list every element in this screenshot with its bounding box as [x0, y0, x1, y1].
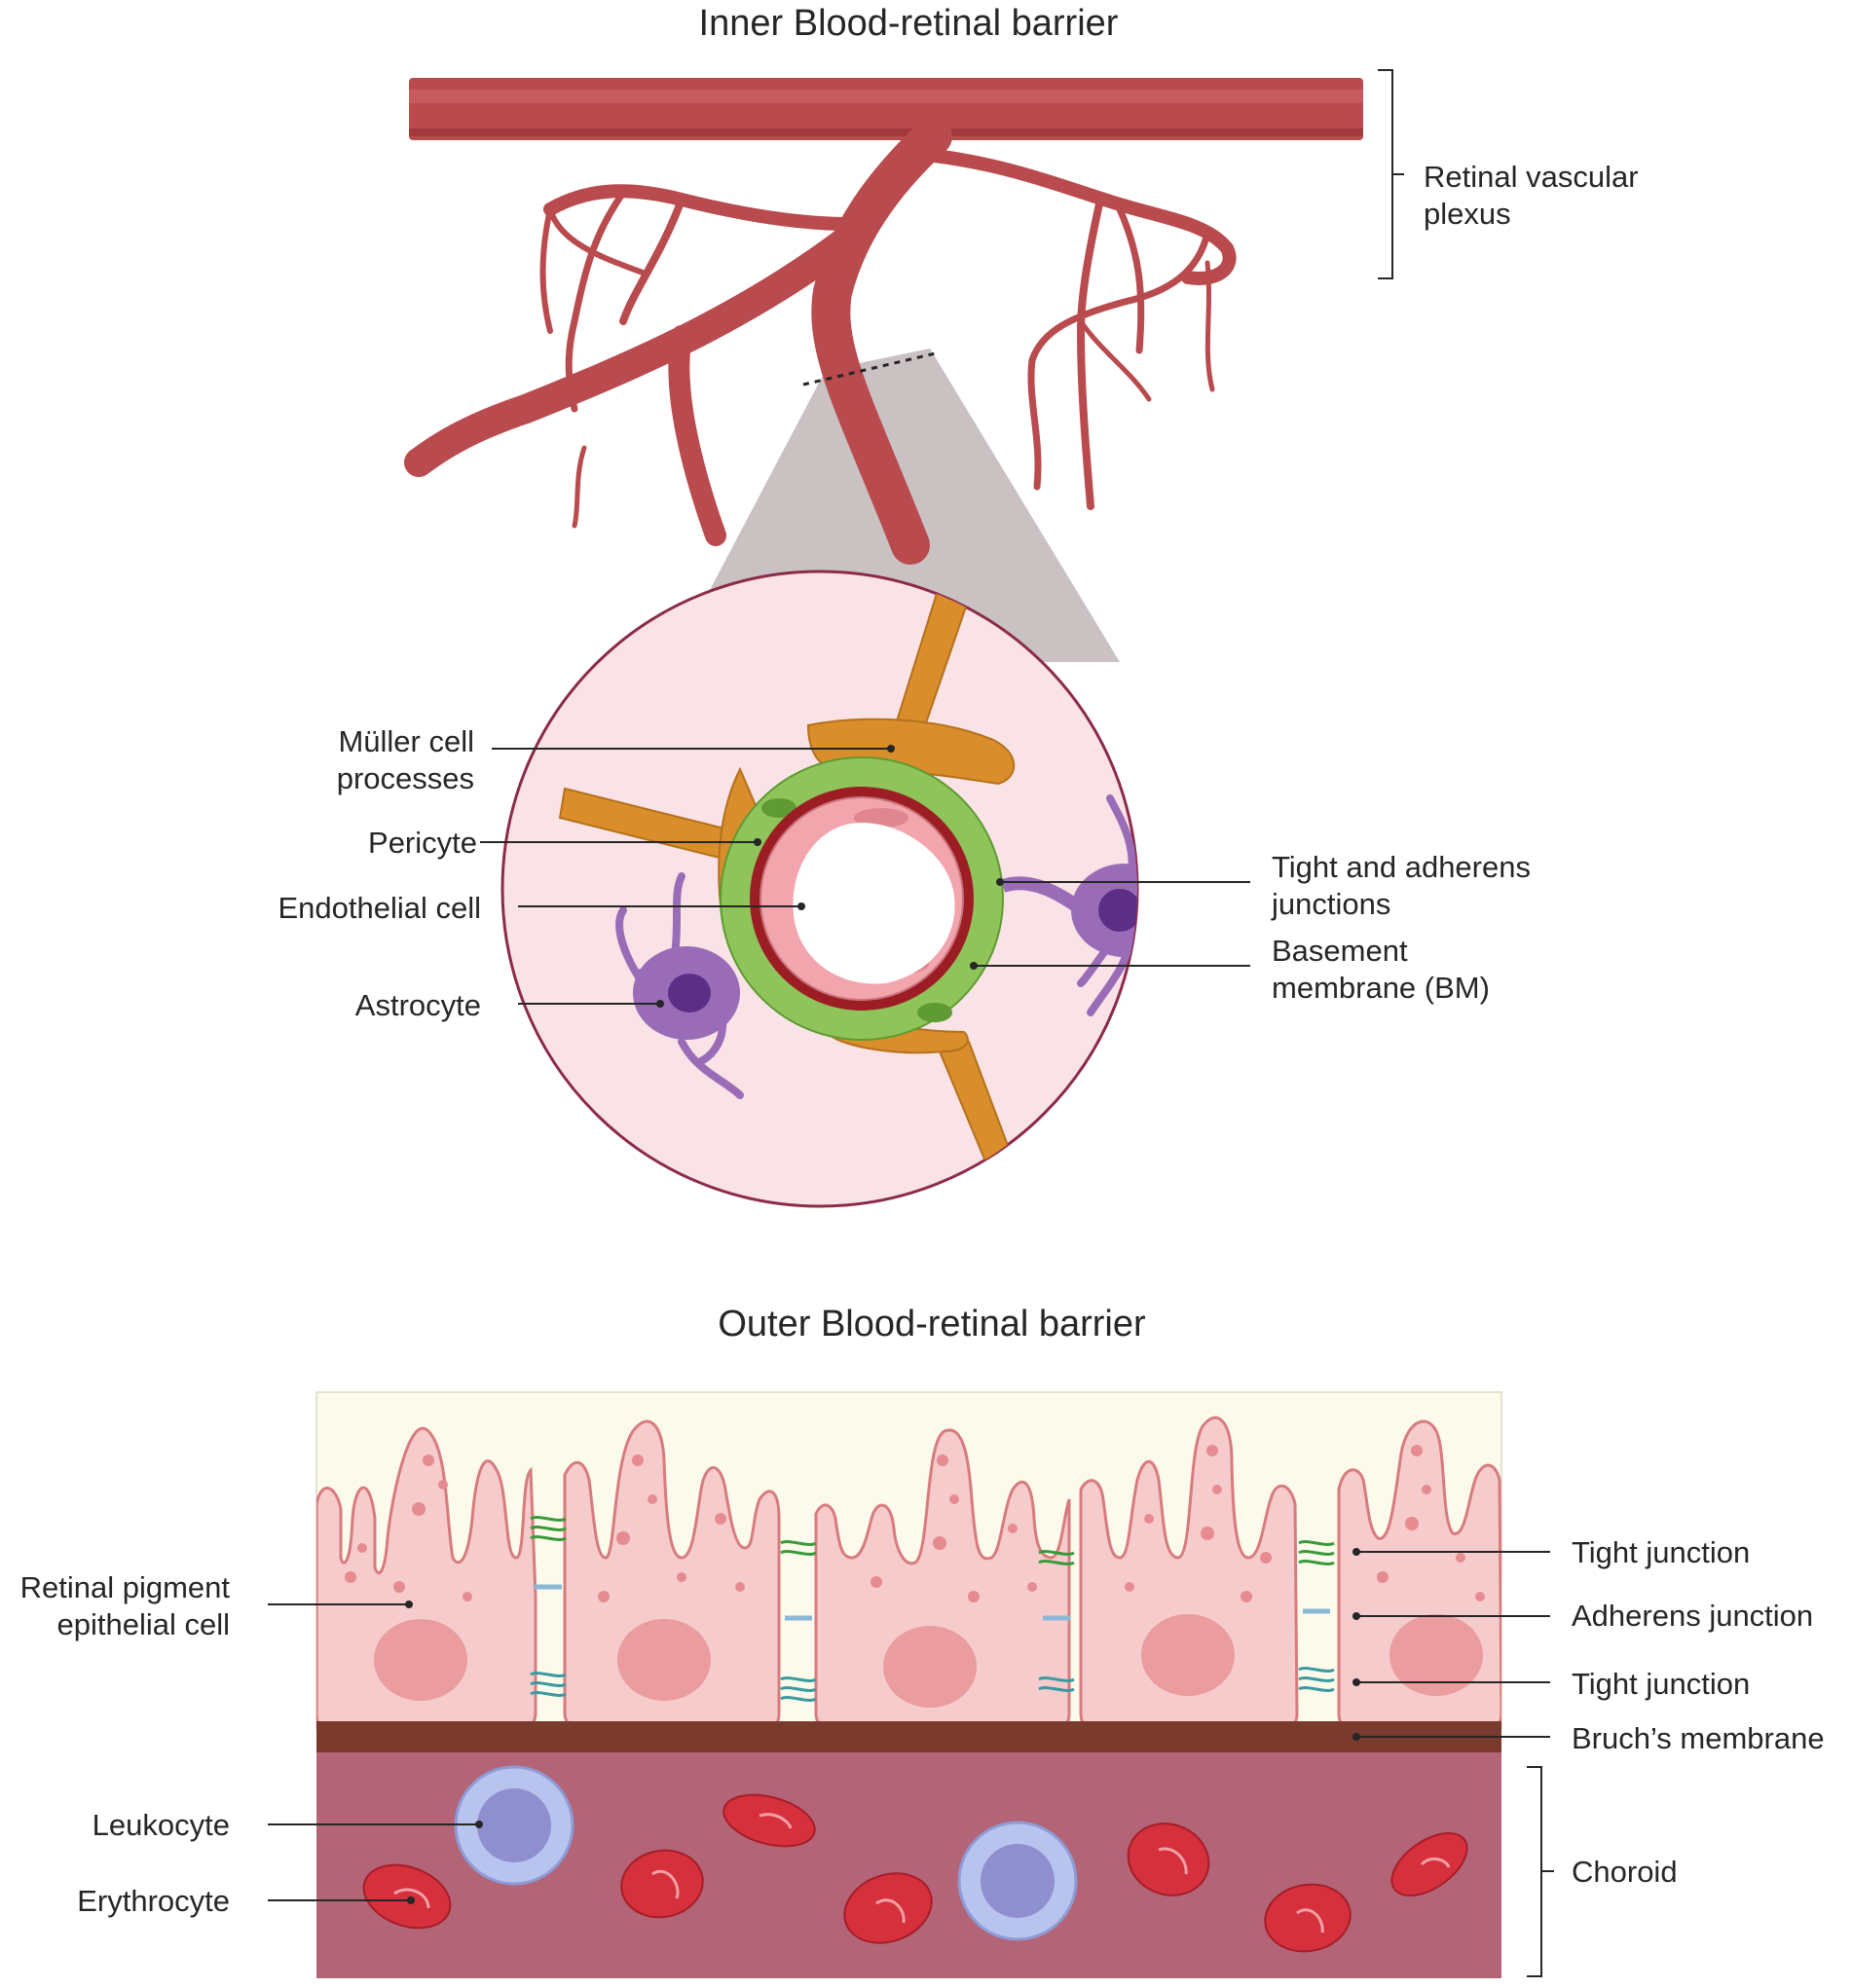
pigment-granules	[345, 1445, 1485, 1602]
inner-title: Inner Blood-retinal barrier	[699, 3, 1119, 44]
label-basement-line2: membrane (BM)	[1272, 971, 1490, 1005]
plexus-label-line2: plexus	[1424, 197, 1511, 231]
label-erythrocyte: Erythrocyte	[77, 1884, 230, 1918]
inner-leaders	[480, 745, 1250, 1008]
junction-complexes	[530, 1516, 1335, 1702]
rpe-cell-1	[316, 1426, 537, 1735]
plexus-bracket	[1378, 69, 1404, 279]
label-pericyte: Pericyte	[368, 826, 477, 860]
label-rpe-line1: Retinal pigment	[20, 1570, 231, 1604]
label-tight-adherens-line2: junctions	[1271, 887, 1390, 921]
leukocyte-2	[957, 1821, 1078, 1941]
label-muller-line2: processes	[337, 761, 474, 795]
retinal-vascular-plexus	[404, 78, 1363, 662]
label-muller-line1: Müller cell	[338, 724, 474, 758]
label-rpe-line2: epithelial cell	[57, 1607, 231, 1641]
label-endothelial-cell: Endothelial cell	[278, 891, 481, 925]
junction-4	[1298, 1540, 1335, 1692]
astrocyte-left	[615, 872, 744, 1099]
erythrocytes	[362, 1793, 1468, 1953]
junction-3	[1038, 1550, 1075, 1692]
rpe-cell-4	[1079, 1416, 1299, 1735]
rpe-layer	[315, 1391, 1502, 1735]
outer-leaders	[268, 1548, 1554, 1977]
label-bruchs-membrane: Bruch’s membrane	[1572, 1721, 1825, 1755]
junction-1	[530, 1516, 567, 1697]
junction-2	[780, 1540, 817, 1702]
erythrocyte-highlights	[393, 1813, 1451, 1933]
label-adherens-junction: Adherens junction	[1572, 1599, 1813, 1633]
vessel-lumen	[793, 823, 955, 984]
label-leukocyte: Leukocyte	[93, 1808, 230, 1842]
label-choroid: Choroid	[1572, 1855, 1678, 1889]
label-astrocyte: Astrocyte	[355, 988, 481, 1022]
label-tight-junction-top: Tight junction	[1572, 1535, 1750, 1569]
outer-title: Outer Blood-retinal barrier	[718, 1304, 1146, 1344]
plexus-label-line1: Retinal vascular	[1424, 160, 1639, 194]
choroid-bracket	[1527, 1766, 1554, 1977]
astrocyte-right	[1000, 794, 1137, 1016]
vessel-cross-section	[500, 570, 1139, 1208]
choroid-layer	[316, 1752, 1501, 1978]
rpe-nuclei	[374, 1614, 1483, 1708]
vessel-trunk	[811, 117, 952, 565]
bruchs-membrane	[316, 1721, 1501, 1752]
rpe-cell-3	[814, 1428, 1071, 1735]
label-basement-line1: Basement	[1272, 934, 1408, 968]
label-tight-adherens-line1: Tight and adherens	[1272, 850, 1531, 884]
label-tight-junction-bottom: Tight junction	[1572, 1667, 1750, 1701]
leukocyte-1	[454, 1765, 574, 1886]
